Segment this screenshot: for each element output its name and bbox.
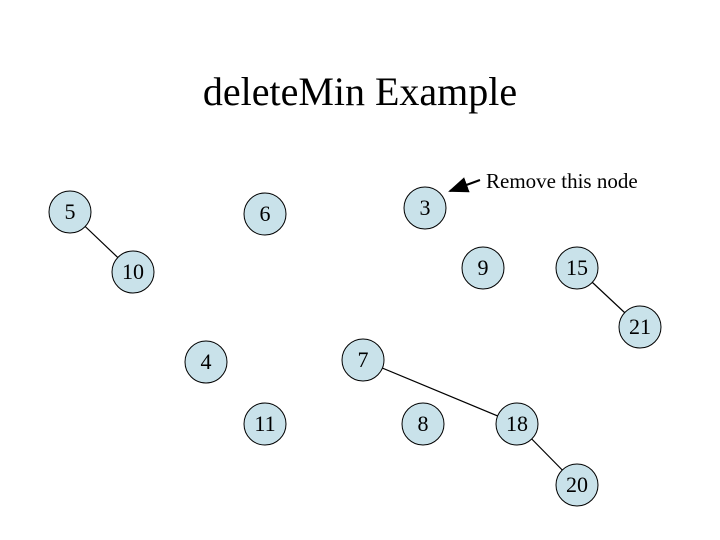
heap-node-18: 18 — [495, 402, 539, 446]
node-label: 21 — [629, 314, 651, 339]
node-label: 11 — [254, 411, 275, 436]
node-circle — [341, 338, 385, 382]
node-label: 4 — [201, 349, 212, 374]
node-circle — [243, 192, 287, 236]
node-label: 15 — [566, 255, 588, 280]
remove-annotation: Remove this node — [486, 169, 638, 193]
slide-title: deleteMin Example — [202, 69, 518, 114]
heap-node-10: 10 — [111, 250, 155, 294]
node-circle — [555, 246, 599, 290]
heap-node-4: 4 — [184, 340, 228, 384]
heap-node-3: 3 — [403, 186, 447, 230]
heap-node-7: 7 — [341, 338, 385, 382]
edge-7-18 — [362, 359, 518, 425]
node-circle — [403, 186, 447, 230]
heap-node-21: 21 — [618, 305, 662, 349]
remove-arrow — [448, 177, 481, 193]
node-circle — [48, 190, 92, 234]
node-label: 5 — [65, 199, 76, 224]
node-circle — [111, 250, 155, 294]
node-circle — [555, 463, 599, 507]
node-label: 18 — [506, 411, 528, 436]
heap-node-11: 11 — [243, 402, 287, 446]
node-label: 7 — [358, 347, 369, 372]
node-label: 10 — [122, 259, 144, 284]
node-circle — [495, 402, 539, 446]
heap-node-20: 20 — [555, 463, 599, 507]
node-label: 6 — [260, 201, 271, 226]
node-circle — [401, 402, 445, 446]
node-label: 9 — [478, 255, 489, 280]
node-circle — [243, 402, 287, 446]
node-circle — [184, 340, 228, 384]
node-circle — [618, 305, 662, 349]
heap-node-9: 9 — [461, 246, 505, 290]
heap-node-5: 5 — [48, 190, 92, 234]
heap-node-6: 6 — [243, 192, 287, 236]
node-label: 20 — [566, 472, 588, 497]
node-label: 8 — [418, 411, 429, 436]
node-label: 3 — [420, 195, 431, 220]
nodes-layer: 5 6 3 10 9 15 21 4 7 11 8 18 20 — [48, 186, 662, 507]
node-circle — [461, 246, 505, 290]
heap-node-15: 15 — [555, 246, 599, 290]
heap-node-8: 8 — [401, 402, 445, 446]
